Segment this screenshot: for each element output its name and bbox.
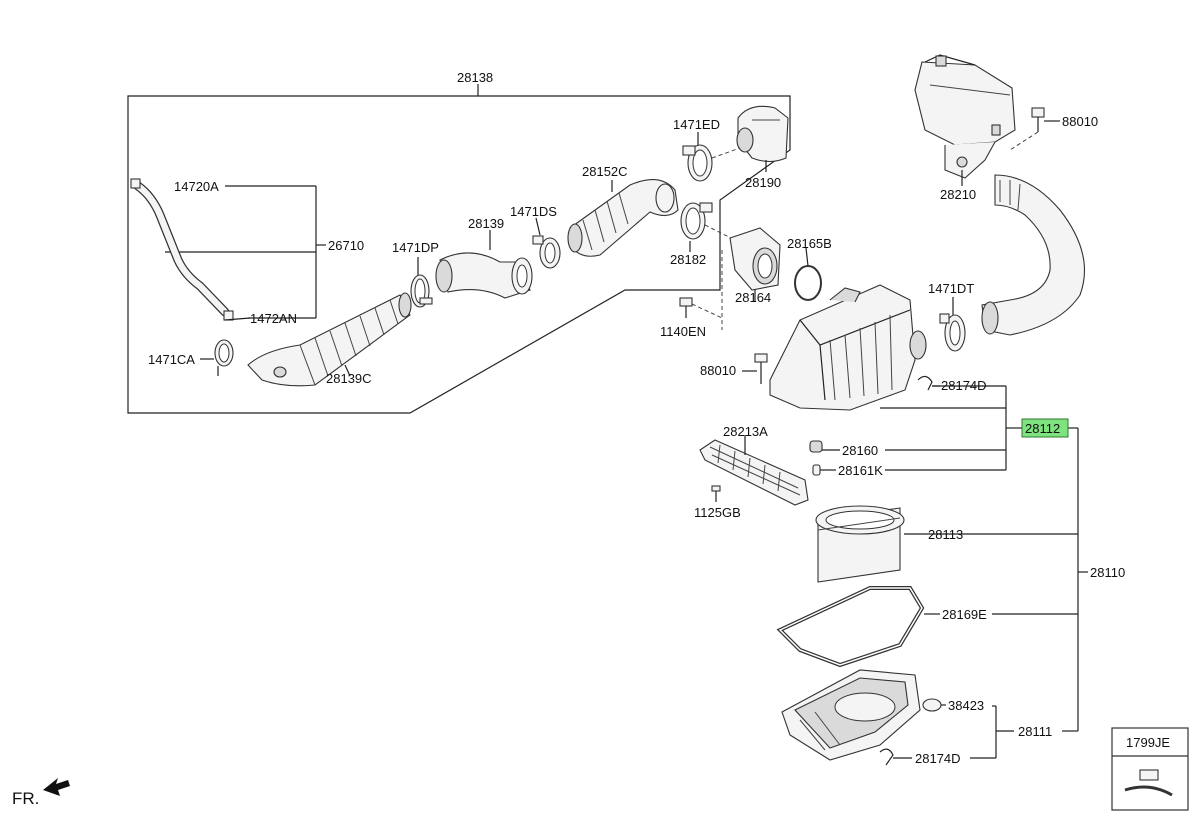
dash-line-1 xyxy=(711,147,741,159)
assembly-outline-28138 xyxy=(127,95,791,414)
gasket-inner-line xyxy=(778,587,923,666)
label-28139: 28139 xyxy=(468,216,504,231)
clip-28174D-lower xyxy=(879,748,894,766)
label-1471DT: 1471DT xyxy=(928,281,974,296)
label-28160: 28160 xyxy=(842,443,878,458)
label-1125GB: 1125GB xyxy=(694,505,741,520)
label-28174D-upper: 28174D xyxy=(941,378,987,393)
label-1471DP: 1471DP xyxy=(392,240,439,255)
leader-28165B xyxy=(805,247,809,267)
label-28138: 28138 xyxy=(457,70,493,85)
label-28182: 28182 xyxy=(670,252,706,267)
label-28164: 28164 xyxy=(735,290,771,305)
label-28111: 28111 xyxy=(1018,724,1052,739)
bracket-line-28111 xyxy=(970,705,1014,759)
leader-1471DS xyxy=(535,217,541,236)
label-14720A: 14720A xyxy=(174,179,219,194)
box-1799JE xyxy=(1111,727,1189,811)
bracket-line-28112 xyxy=(880,385,1022,471)
clamp-28182-part xyxy=(680,202,713,240)
leader-28139C xyxy=(344,364,351,377)
filter-element-28113 xyxy=(815,505,905,583)
label-28210: 28210 xyxy=(940,187,976,202)
front-marker-label: FR. xyxy=(12,789,39,808)
label-28165B: 28165B xyxy=(787,236,832,251)
clamp-1471DP-part xyxy=(410,274,433,308)
label-28152C: 28152C xyxy=(582,164,628,179)
bolt-88010-top xyxy=(1031,107,1045,132)
clamp-1471DS-part xyxy=(532,235,561,269)
label-1471ED: 1471ED xyxy=(673,117,720,132)
air-intake-duct xyxy=(981,174,1086,336)
grommet-28160 xyxy=(809,440,823,453)
label-28110: 28110 xyxy=(1090,565,1125,580)
label-1472AN: 1472AN xyxy=(250,311,297,326)
air-cleaner-upper-body xyxy=(769,284,927,411)
label-1471CA: 1471CA xyxy=(148,352,195,367)
label-26710: 26710 xyxy=(328,238,364,253)
label-28139C: 28139C xyxy=(326,371,372,386)
mass-airflow-sensor-28164 xyxy=(729,227,781,291)
label-38423: 38423 xyxy=(948,698,984,713)
collar-28161K xyxy=(812,464,821,476)
bolt-1140EN xyxy=(679,297,693,318)
leader-1472AN xyxy=(224,317,251,321)
highlight-28112 xyxy=(1021,418,1069,438)
label-1471DS: 1471DS xyxy=(510,204,557,219)
air-cleaner-lower-body xyxy=(781,669,921,761)
clamp-1471ED-part xyxy=(682,144,713,182)
callout-labels: 28138 14720A 26710 1472AN 1471CA 1471DP … xyxy=(12,70,1170,808)
o-ring-28165B xyxy=(794,265,822,301)
elbow-hose-28139 xyxy=(435,252,533,299)
label-88010-lower: 88010 xyxy=(700,363,736,378)
clamp-1471DT-part xyxy=(939,313,966,352)
bolt-88010-lower xyxy=(754,353,768,384)
label-28213A: 28213A xyxy=(723,424,768,439)
label-88010-top: 88010 xyxy=(1062,114,1098,129)
cover-28213A xyxy=(699,439,809,506)
label-28113: 28113 xyxy=(928,527,963,542)
label-28174D-lower: 28174D xyxy=(915,751,961,766)
corrugated-hose-28139C xyxy=(247,292,412,387)
bracket-line-26710 xyxy=(165,185,326,319)
cap-38423 xyxy=(922,698,942,712)
screw-1125GB xyxy=(711,485,721,502)
label-1140EN: 1140EN xyxy=(660,324,706,339)
label-28112[interactable]: 28112 xyxy=(1025,421,1060,436)
bracket-line-28110 xyxy=(1062,427,1088,732)
dash-line-5 xyxy=(1009,131,1039,151)
clamp-1471CA-part xyxy=(214,339,234,376)
intake-hose-28152C xyxy=(567,179,679,257)
label-28161K: 28161K xyxy=(838,463,883,478)
air-duct-28210 xyxy=(914,54,1016,179)
gasket-28169E xyxy=(776,586,925,668)
dash-line-2 xyxy=(704,224,736,241)
label-1799JE: 1799JE xyxy=(1126,735,1170,750)
dash-line-3 xyxy=(691,303,723,319)
clip-28174D-upper xyxy=(917,375,933,391)
label-28190: 28190 xyxy=(745,175,781,190)
front-arrow-icon xyxy=(43,778,70,796)
vacuum-hose-part xyxy=(130,178,234,321)
resonator-28190 xyxy=(736,105,789,163)
label-28169E: 28169E xyxy=(942,607,987,622)
